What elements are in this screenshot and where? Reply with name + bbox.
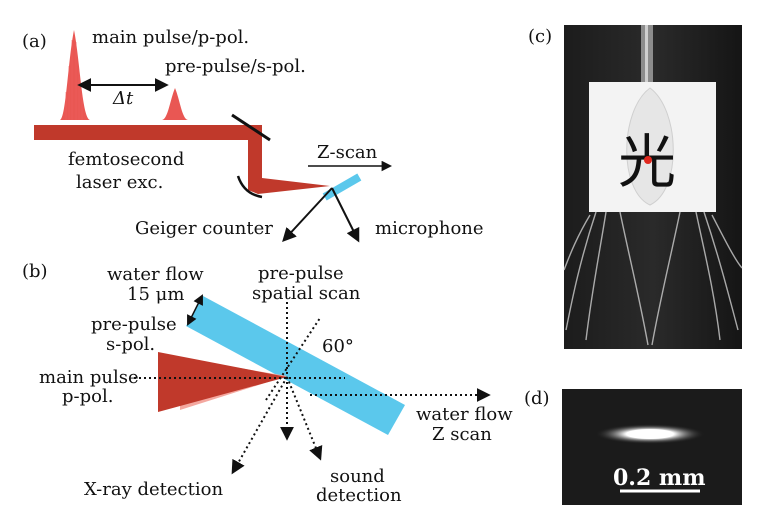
laser-focus-beam xyxy=(248,175,330,194)
steering-mirror xyxy=(231,113,271,142)
pre-pol-label-line2: s-pol. xyxy=(106,334,155,355)
water-target-a xyxy=(322,173,362,201)
focusing-mirror xyxy=(236,175,263,199)
nozzle-highlight xyxy=(645,25,648,87)
scale-bar-label: 0.2 mm xyxy=(613,465,706,491)
panel-c: (c) 光 xyxy=(528,25,743,349)
panel-d: (d) 0.2 mm xyxy=(524,388,742,505)
main-pulse-beam xyxy=(158,352,287,412)
angle-label: 60° xyxy=(322,336,354,357)
thickness-arrow xyxy=(187,294,203,326)
xray-arrow xyxy=(231,376,288,475)
pre-pulse-label: pre-pulse/s-pol. xyxy=(165,56,306,77)
pre-scan-label-line1: pre-pulse xyxy=(258,263,344,284)
panel-c-tag: (c) xyxy=(528,26,552,47)
sound-label-line2: detection xyxy=(316,485,402,506)
panel-b: (b) water flow 15 μm pre-pulse spatial s… xyxy=(22,261,513,506)
sound-label-line1: sound xyxy=(330,466,385,487)
water-flow-label-line1: water flow xyxy=(107,264,204,285)
panel-d-tag: (d) xyxy=(524,388,550,409)
microphone-arrow xyxy=(331,187,360,243)
water-flow-label-line2: 15 μm xyxy=(127,284,184,305)
zscan-label: Z-scan xyxy=(317,142,378,163)
pre-pulse-shape xyxy=(162,88,188,120)
sixty-deg-axis xyxy=(265,317,321,401)
laser-beam xyxy=(34,125,262,178)
emission-core xyxy=(626,429,674,439)
image-background xyxy=(562,389,742,505)
water-sheet xyxy=(186,296,405,435)
main-pulse-shape xyxy=(60,30,90,120)
microphone-label: microphone xyxy=(375,218,484,239)
flow-z-label-line1: water flow xyxy=(416,404,513,425)
xray-label: X-ray detection xyxy=(84,479,223,500)
water-streams xyxy=(563,211,743,346)
panel-a: (a) main pulse/p-pol. pre-pulse/s-pol. Δ… xyxy=(22,27,484,243)
panel-b-tag: (b) xyxy=(22,261,48,282)
main-pulse-label: main pulse/p-pol. xyxy=(92,27,249,48)
main-label-line1: main pulse xyxy=(39,367,139,388)
pre-pol-label-line1: pre-pulse xyxy=(91,314,177,335)
geiger-arrow xyxy=(282,187,333,243)
main-pulse-fringes xyxy=(65,40,83,120)
flow-z-label-line2: Z scan xyxy=(432,424,492,445)
delay-label: Δt xyxy=(112,88,134,109)
pre-scan-label-line2: spatial scan xyxy=(252,283,361,304)
laser-label-line1: femtosecond xyxy=(68,149,184,170)
water-drop xyxy=(626,87,674,206)
geiger-label: Geiger counter xyxy=(135,218,273,239)
main-label-line2: p-pol. xyxy=(62,386,113,407)
laser-label-line2: laser exc. xyxy=(76,172,163,193)
panel-a-tag: (a) xyxy=(22,31,47,52)
focus-spot xyxy=(644,156,652,164)
